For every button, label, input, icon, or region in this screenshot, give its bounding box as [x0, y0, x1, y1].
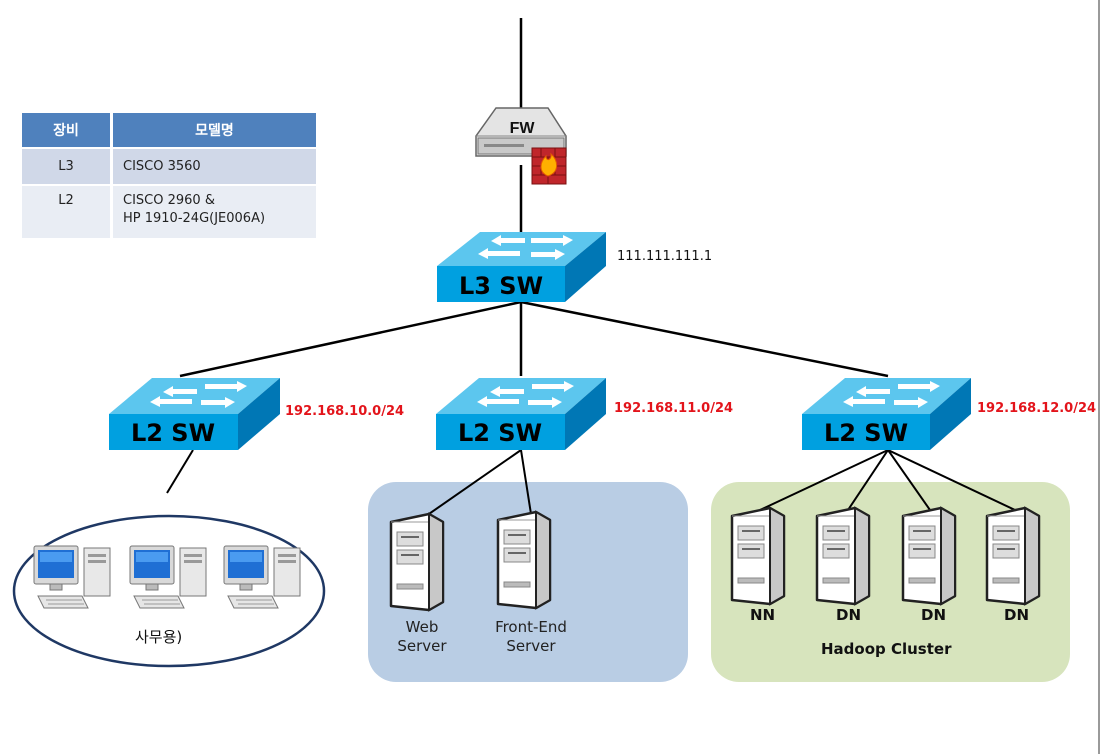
- subnet-label-left: 192.168.10.0/24: [285, 404, 405, 419]
- hadoop-cluster-label: Hadoop Cluster: [821, 640, 952, 658]
- hadoop-node-label-2: DN: [836, 606, 862, 624]
- hadoop-node-label-1: NN: [750, 606, 776, 624]
- hadoop-node-icon-2[interactable]: [815, 506, 871, 606]
- l2-switch-right-arrows-icon: [843, 381, 940, 408]
- office-group-label: 사무용): [135, 628, 183, 646]
- web-server-icon[interactable]: [389, 512, 445, 612]
- l2-switch-left-label: L2 SW: [131, 419, 215, 447]
- web-server-label: Web Server: [383, 618, 461, 656]
- l2-switch-left-arrows-icon: [150, 381, 247, 408]
- server-label-line: Web: [405, 618, 439, 636]
- legend-device-cell: L3: [22, 149, 113, 184]
- l2-switch-middle-arrows-icon: [477, 381, 574, 408]
- l2-switch-right[interactable]: [802, 378, 971, 450]
- firewall-brick-icon: [531, 147, 567, 185]
- l3-switch-arrows-icon: [478, 235, 573, 260]
- front-end-server-icon[interactable]: [496, 510, 552, 610]
- l2-switch-middle-label: L2 SW: [458, 419, 542, 447]
- firewall-label: FW: [510, 120, 536, 137]
- hadoop-node-icon-1[interactable]: [730, 506, 786, 606]
- legend-table: 장비 모델명 L3 CISCO 3560 L2 CISCO 2960 & HP 1…: [22, 111, 316, 240]
- legend-model-line: CISCO 3560: [123, 159, 201, 174]
- hadoop-node-label-3: DN: [921, 606, 947, 624]
- legend-model-line: HP 1910-24G(JE006A): [123, 211, 266, 226]
- server-label-line: Server: [506, 637, 556, 655]
- server-label-line: Server: [397, 637, 447, 655]
- front-end-server-label: Front-End Server: [484, 618, 578, 656]
- legend-row: L2 CISCO 2960 & HP 1910-24G(JE006A): [22, 186, 316, 238]
- hadoop-node-icon-3[interactable]: [901, 506, 957, 606]
- legend-model-cell: CISCO 3560: [113, 149, 316, 184]
- legend-header-device: 장비: [22, 113, 113, 147]
- l3-switch[interactable]: [437, 232, 606, 302]
- hadoop-group-box: [711, 482, 1070, 682]
- connection-lines: [179, 18, 889, 378]
- access-lines: [166, 449, 1016, 517]
- l2-switch-left[interactable]: [109, 378, 280, 450]
- legend-header-row: 장비 모델명: [22, 113, 316, 147]
- hadoop-node-label-4: DN: [1004, 606, 1030, 624]
- core-switch-ip: 111.111.111.1: [617, 249, 713, 264]
- page-edge-divider: [1098, 0, 1100, 754]
- hadoop-node-icon-4[interactable]: [985, 506, 1041, 606]
- l3-switch-label: L3 SW: [459, 272, 543, 300]
- l2-switch-right-label: L2 SW: [824, 419, 908, 447]
- legend-header-model: 모델명: [113, 113, 316, 147]
- subnet-label-right: 192.168.12.0/24: [977, 401, 1097, 416]
- l2-switch-middle[interactable]: [436, 378, 606, 450]
- l3-to-l2-right-line: [520, 300, 889, 378]
- legend-model-cell: CISCO 2960 & HP 1910-24G(JE006A): [113, 186, 316, 238]
- server-label-line: Front-End: [495, 618, 567, 636]
- legend-model-line: CISCO 2960 &: [123, 193, 215, 208]
- legend-device-cell: L2: [22, 186, 113, 238]
- subnet-label-middle: 192.168.11.0/24: [614, 401, 734, 416]
- l3-to-l2-left-line: [179, 300, 522, 378]
- firewall-device[interactable]: [475, 107, 567, 185]
- legend-row: L3 CISCO 3560: [22, 149, 316, 184]
